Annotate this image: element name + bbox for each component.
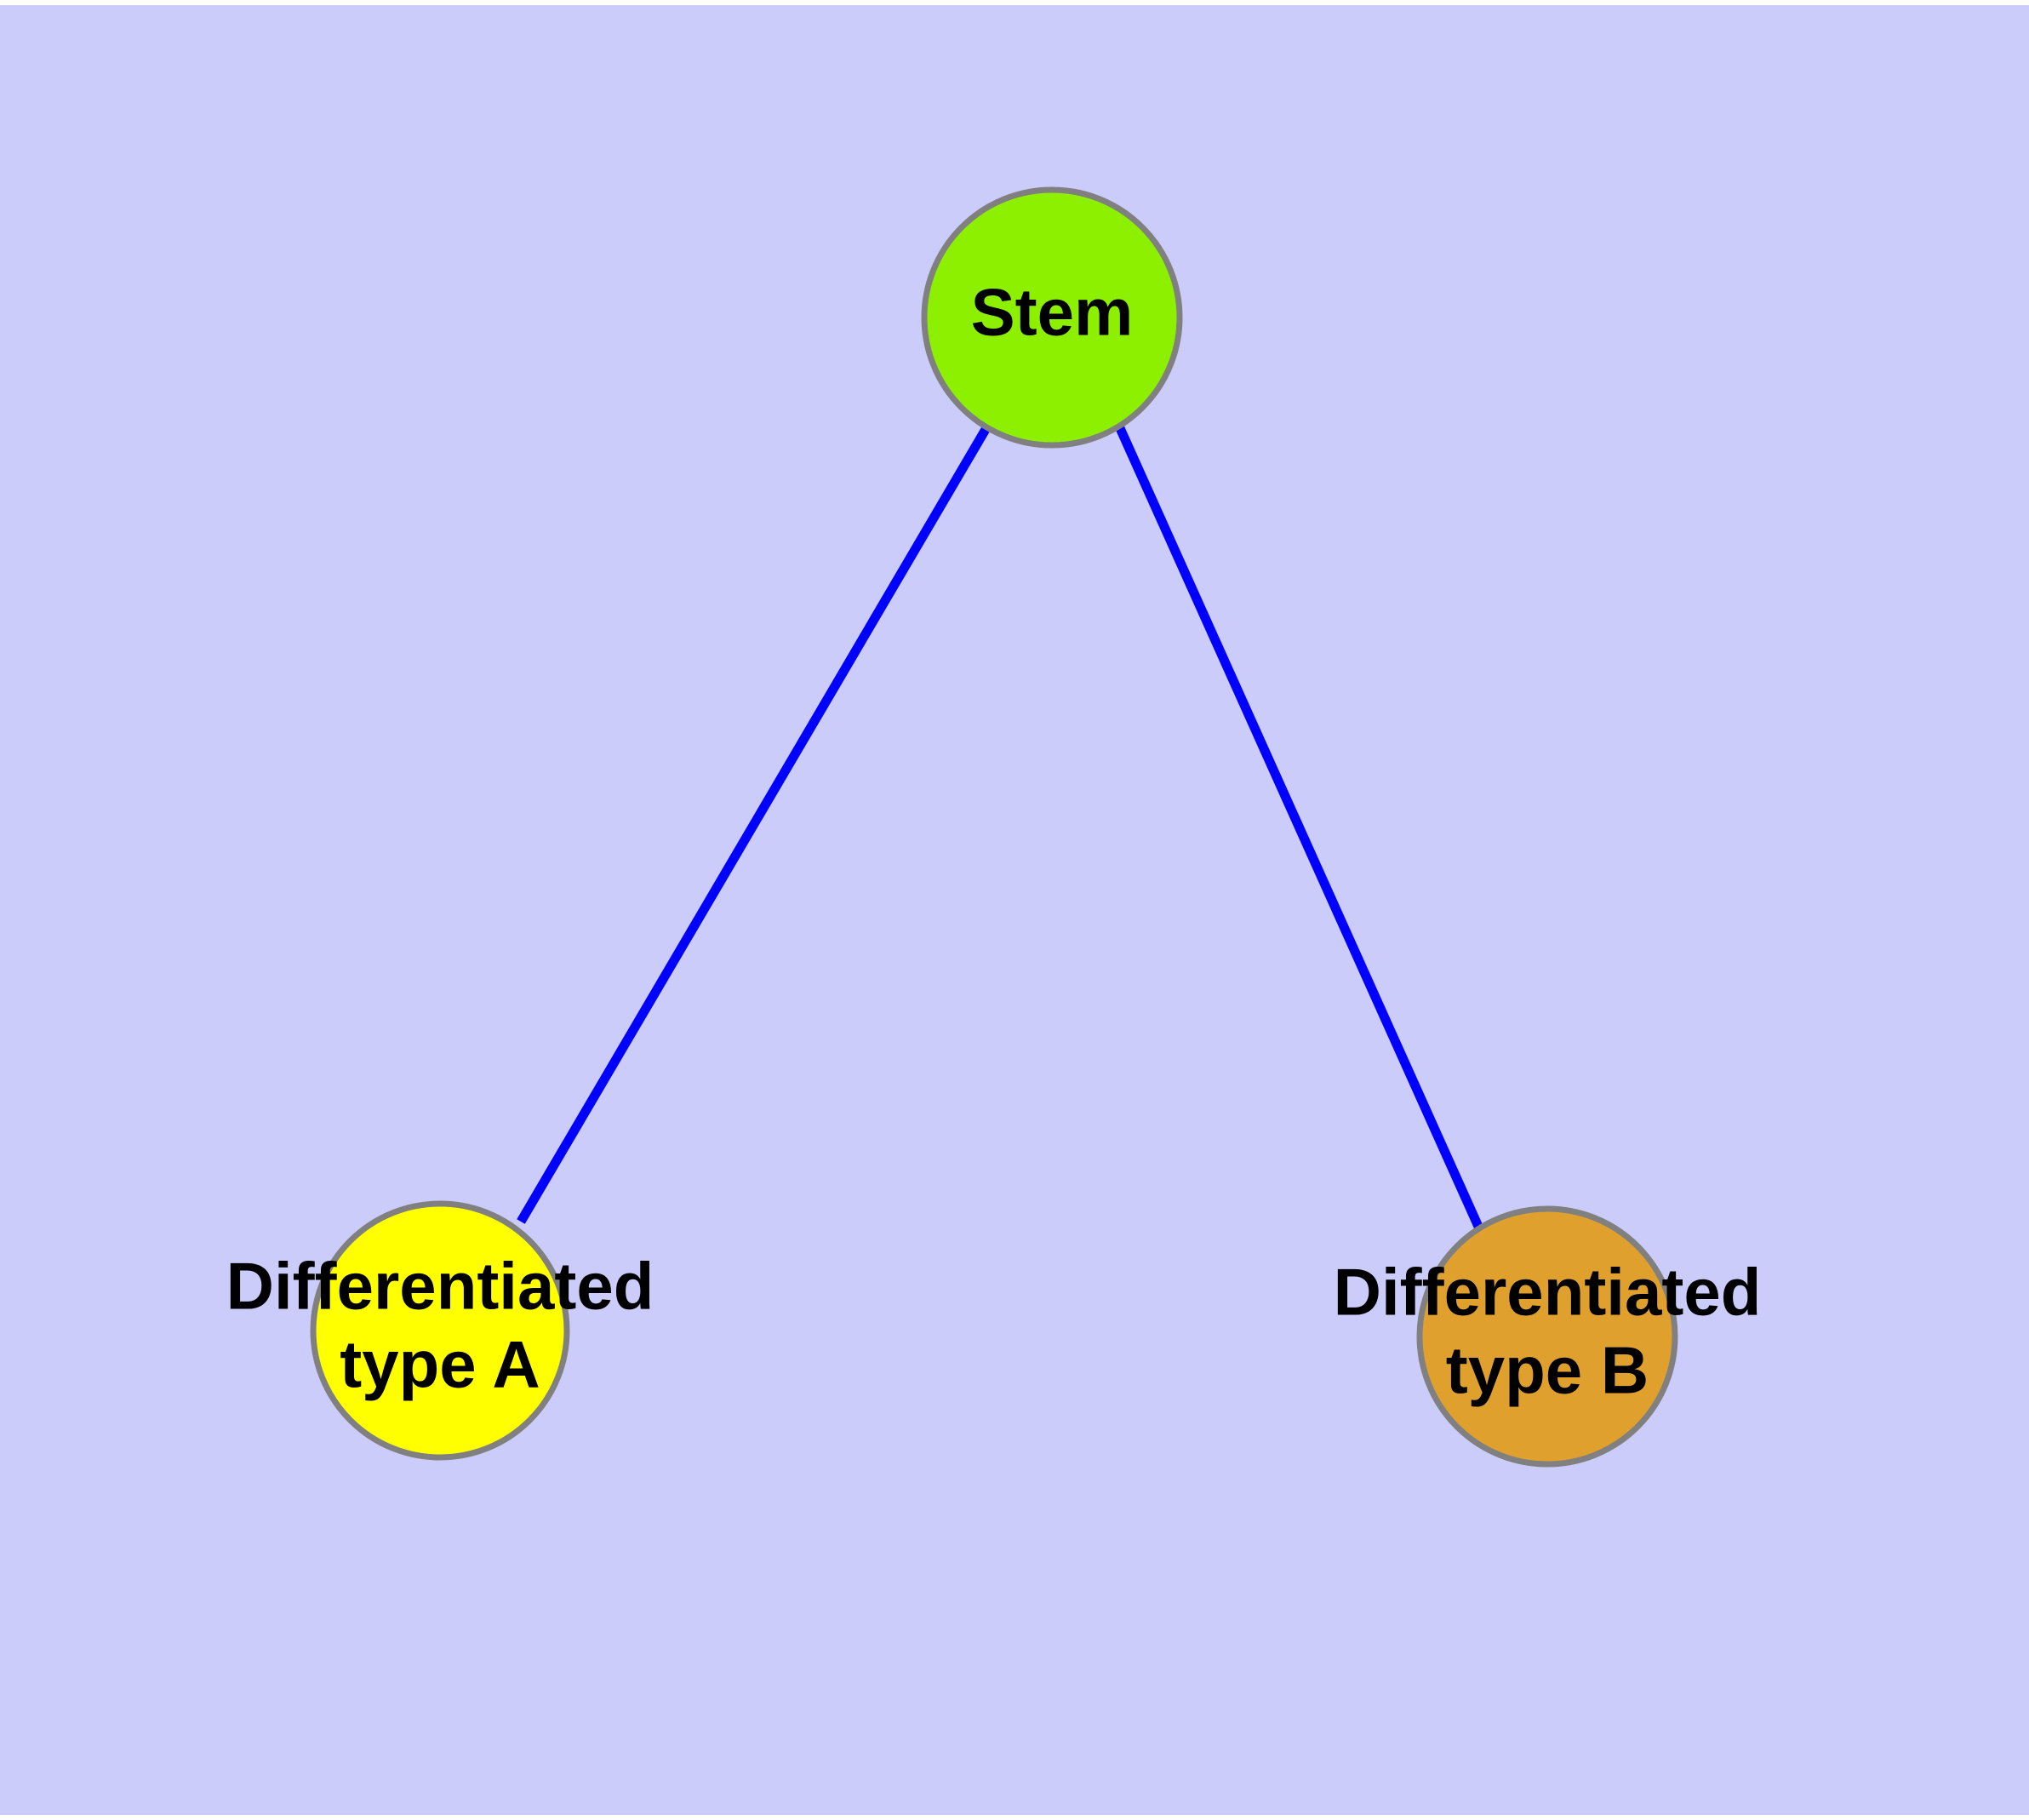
graph-svg: Stem Differentiated type A Differentiate…: [226, 186, 1762, 1468]
node-differentiated-type-b-label-line2: type B: [1446, 1333, 1649, 1408]
edge-stem-to-differentiated-type-a[interactable]: [517, 424, 992, 1224]
node-stem-circle[interactable]: [921, 186, 1183, 449]
node-differentiated-type-b[interactable]: Differentiated type B: [1334, 1205, 1762, 1468]
node-differentiated-type-a-circle[interactable]: [310, 1200, 570, 1461]
node-differentiated-type-a[interactable]: Differentiated type A: [226, 1200, 654, 1461]
node-differentiated-type-a-label-line1: Differentiated: [226, 1249, 654, 1324]
node-stem[interactable]: Stem: [921, 186, 1183, 449]
node-layer: Stem Differentiated type A Differentiate…: [226, 186, 1762, 1468]
node-differentiated-type-b-circle[interactable]: [1416, 1205, 1678, 1468]
graph-surface: Stem Differentiated type A Differentiate…: [0, 5, 2029, 1815]
node-stem-label-line1: Stem: [971, 275, 1134, 350]
edge-stem-to-differentiated-type-b[interactable]: [1115, 426, 1484, 1231]
node-differentiated-type-b-label-line1: Differentiated: [1334, 1255, 1762, 1330]
edge-layer: [517, 424, 1484, 1231]
node-differentiated-type-a-label-line2: type A: [340, 1327, 540, 1402]
